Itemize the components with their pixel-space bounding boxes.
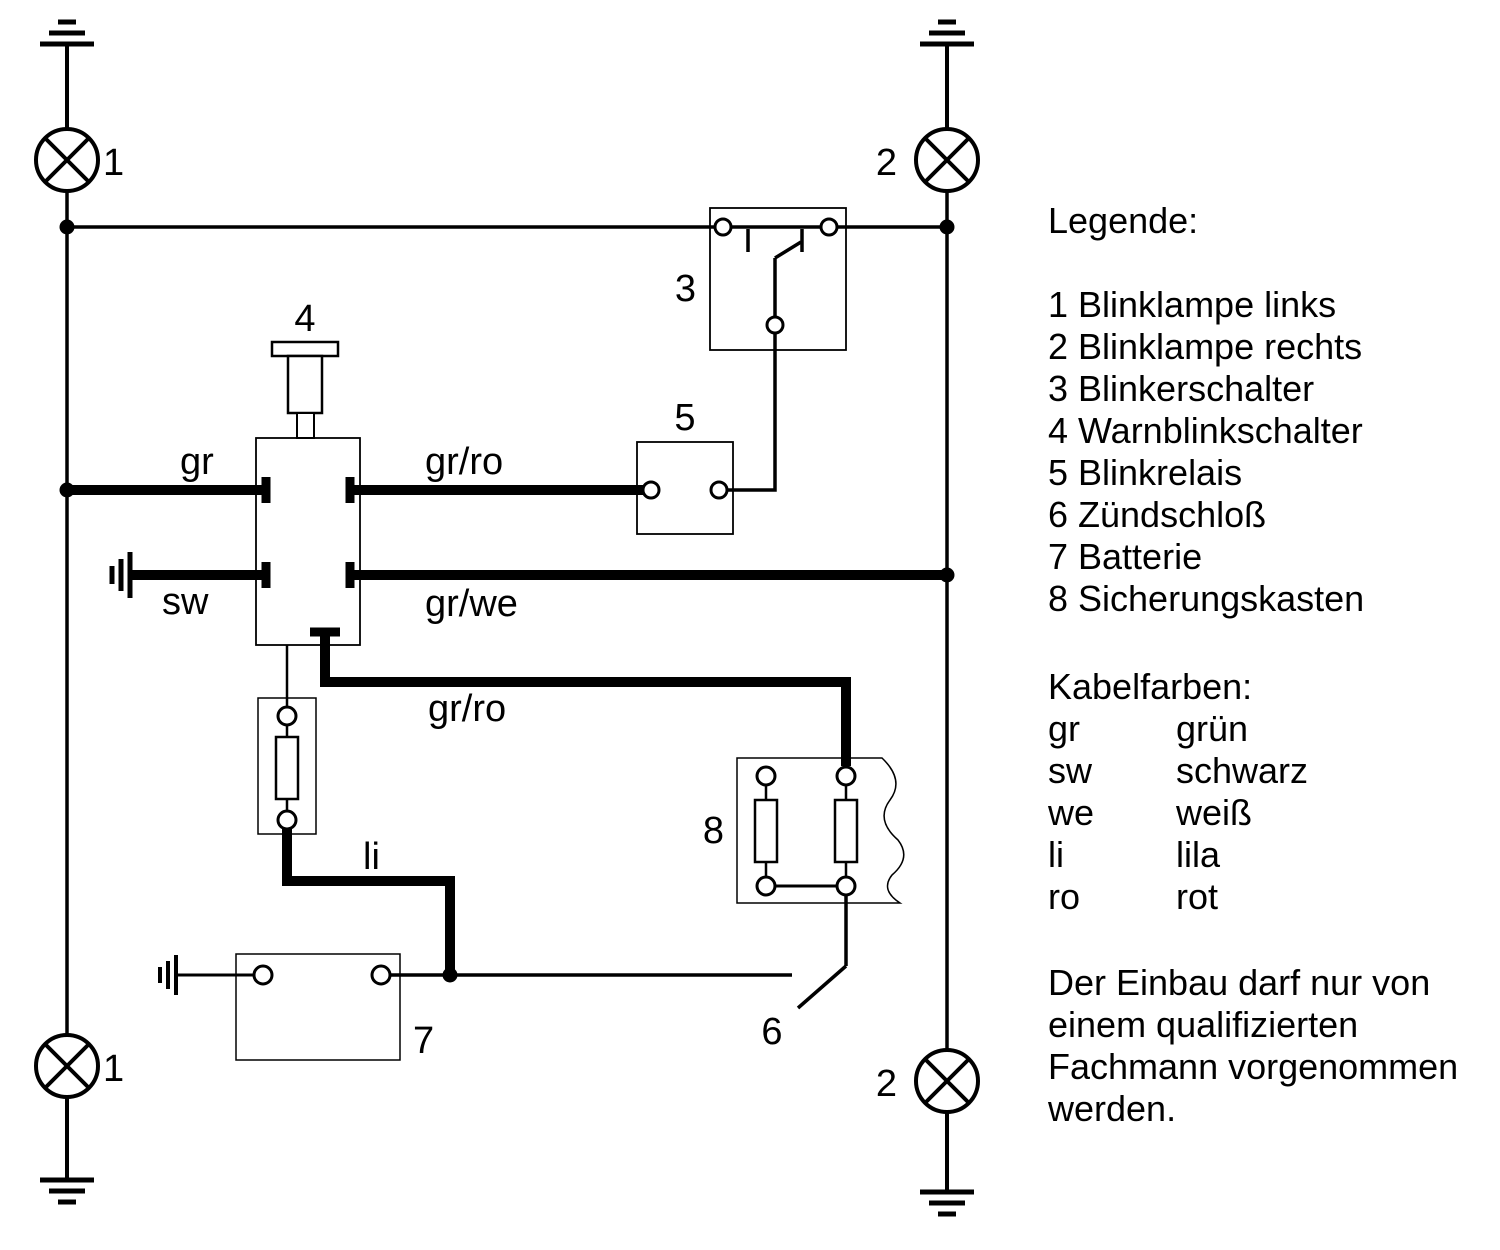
ground-icon-top-left: [40, 19, 94, 129]
cable-color-row: li lila: [1048, 834, 1500, 876]
label-lamp-bottom-right: 2: [876, 1063, 897, 1105]
fuse-inline: [257, 697, 317, 835]
cable-color-name: schwarz: [1176, 750, 1309, 791]
wire-li: [282, 828, 455, 975]
blinkerschalter-box: [709, 207, 847, 351]
label-lamp-top-left: 1: [103, 142, 124, 184]
legend: Legende: 1 Blinklampe links 2 Blinklampe…: [1048, 200, 1500, 1130]
legend-items: 1 Blinklampe links 2 Blinklampe rechts 3…: [1048, 284, 1500, 620]
label-wire-gr-ro-lower: gr/ro: [428, 688, 506, 730]
ground-icon-bottom-left: [40, 1097, 94, 1205]
label-wire-gr: gr: [180, 441, 214, 483]
cable-color-name: rot: [1176, 876, 1219, 917]
cable-color-row: we weiß: [1048, 792, 1500, 834]
blinklampe-bottom-left: [34, 1033, 100, 1099]
blinkrelais-box: [636, 441, 734, 535]
installation-note-line: Fachmann vorgenommen: [1048, 1046, 1459, 1087]
ground-icon-top-right: [920, 19, 974, 129]
installation-note-line: werden.: [1048, 1088, 1177, 1129]
cable-color-code: gr: [1048, 708, 1081, 749]
label-wire-gr-we: gr/we: [425, 583, 518, 625]
label-zuendschloss: 6: [761, 1011, 782, 1053]
cable-color-name: lila: [1176, 834, 1221, 875]
ground-icon-battery: [158, 955, 178, 995]
blinklampe-bottom-right: [914, 1048, 980, 1114]
ground-icon-bottom-right: [920, 1112, 974, 1217]
installation-note: Der Einbau darf nur von einem qualifizie…: [1048, 962, 1500, 1130]
label-lamp-bottom-left: 1: [103, 1048, 124, 1090]
blinklampe-top-left: [34, 127, 100, 193]
cable-color-name: grün: [1176, 708, 1249, 749]
legend-item: 1 Blinklampe links: [1048, 284, 1337, 325]
warnblinkschalter-box: [255, 340, 361, 646]
cable-color-code: ro: [1048, 876, 1081, 917]
label-batterie: 7: [413, 1020, 434, 1062]
cable-colors-heading: Kabelfarben:: [1048, 666, 1253, 707]
legend-heading: Legende:: [1048, 200, 1199, 241]
cable-color-row: sw schwarz: [1048, 750, 1500, 792]
installation-note-line: einem qualifizierten: [1048, 1004, 1359, 1045]
legend-item: 6 Zündschloß: [1048, 494, 1267, 535]
label-blinkrelais: 5: [674, 397, 695, 439]
label-wire-sw: sw: [162, 581, 209, 623]
legend-item: 3 Blinkerschalter: [1048, 368, 1315, 409]
zuendschloss-switch: [796, 964, 848, 1010]
label-wire-gr-ro-upper: gr/ro: [425, 441, 503, 483]
junction-dots: [59, 219, 955, 983]
installation-note-line: Der Einbau darf nur von: [1048, 962, 1431, 1003]
cable-color-code: sw: [1048, 750, 1092, 791]
blinklampe-top-right: [914, 127, 980, 193]
cable-color-code: we: [1048, 792, 1095, 833]
legend-item: 5 Blinkrelais: [1048, 452, 1243, 493]
ground-icon-sw-wire: [109, 552, 133, 598]
cable-colors-list: gr grün sw schwarz we weiß li lila ro ro…: [1048, 708, 1500, 918]
wire-gr-ro-lower: [320, 632, 851, 766]
label-lamp-top-right: 2: [876, 142, 897, 184]
wire-blinkerschalter-to-relais: [728, 333, 777, 492]
cable-color-row: gr grün: [1048, 708, 1500, 750]
label-sicherungskasten: 8: [703, 810, 724, 852]
label-warnblinkschalter: 4: [294, 298, 315, 340]
batterie-box: [235, 953, 401, 1061]
cable-color-row: ro rot: [1048, 876, 1500, 918]
legend-item: 8 Sicherungskasten: [1048, 578, 1365, 619]
legend-item: 4 Warnblinkschalter: [1048, 410, 1363, 451]
cable-color-code: li: [1048, 834, 1064, 875]
label-blinkerschalter: 3: [675, 268, 696, 310]
legend-item: 7 Batterie: [1048, 536, 1203, 577]
sicherungskasten-box: [736, 757, 905, 904]
cable-color-name: weiß: [1176, 792, 1253, 833]
legend-item: 2 Blinklampe rechts: [1048, 326, 1363, 367]
label-wire-li: li: [363, 836, 380, 878]
